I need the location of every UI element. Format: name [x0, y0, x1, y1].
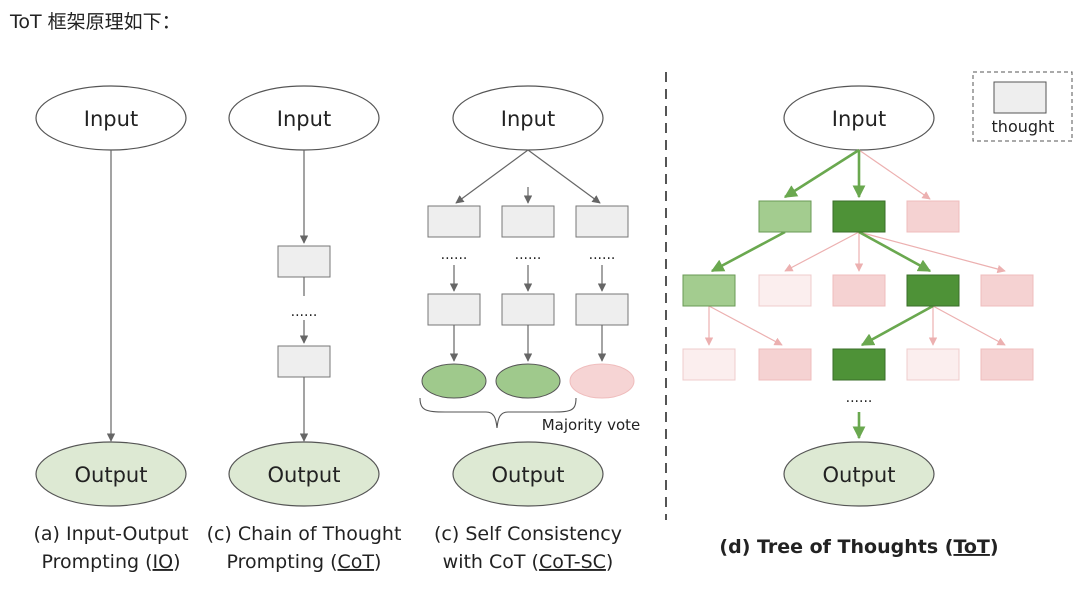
cotsc-ellipsis-m: ......	[515, 247, 542, 263]
cotsc-thought-m2	[501, 293, 555, 326]
cotsc-branch-left	[455, 149, 529, 204]
cotsc-thought-r1	[575, 205, 629, 238]
legend: thought	[972, 71, 1073, 142]
tot-thought-l2-pruned-3	[980, 274, 1034, 307]
tot-input-label: Input	[832, 107, 886, 131]
io-output-label: Output	[75, 463, 148, 487]
tot-thought-l1-best	[832, 200, 886, 233]
tot-output-node	[783, 441, 935, 507]
io-output-node	[35, 441, 187, 507]
tot-edge-selected-4	[858, 230, 932, 273]
cotsc-thought-r2	[575, 293, 629, 326]
legend-thought-swatch	[993, 81, 1047, 114]
tot-thought-l3-pruned-4	[980, 348, 1034, 381]
tot-edge-pruned-2	[784, 231, 860, 272]
tot-edge-pruned-1	[858, 149, 931, 200]
tot-thought-l2-pruned-2	[832, 274, 886, 307]
tot-ellipsis: ......	[846, 390, 873, 406]
tot-edge-selected-5	[860, 304, 934, 347]
panel-tot: Input ...... Output	[682, 85, 1034, 558]
legend-label: thought	[992, 117, 1055, 136]
cotsc-branch-right	[527, 149, 601, 204]
tot-edge-selected-1	[783, 148, 860, 199]
tot-edge-pruned-6	[708, 305, 783, 346]
tot-thought-l3-pruned-1	[682, 348, 736, 381]
tot-thought-l3-pruned-2	[758, 348, 812, 381]
tot-caption: (d) Tree of Thoughts (ToT)	[719, 536, 998, 558]
cotsc-thought-m1	[501, 205, 555, 238]
cotsc-caption-line2: with CoT (CoT-SC)	[443, 551, 614, 573]
tot-edge-pruned-8	[932, 305, 1006, 346]
cotsc-output-node	[452, 441, 604, 507]
tot-thought-l2-good	[682, 274, 736, 307]
cotsc-vote-brace	[419, 397, 577, 429]
tot-thought-l1-pruned	[906, 200, 960, 233]
io-caption-line1: (a) Input-Output	[33, 523, 188, 545]
cot-ellipsis: ......	[291, 304, 318, 320]
cotsc-thought-l2	[427, 293, 481, 326]
tot-thought-l1-good	[758, 200, 812, 233]
header-text: ToT 框架原理如下：	[9, 11, 181, 33]
cotsc-ellipsis-r: ......	[589, 247, 616, 263]
cotsc-input-label: Input	[501, 107, 555, 131]
cotsc-vote-label: Majority vote	[542, 416, 641, 434]
cot-input-label: Input	[277, 107, 331, 131]
cotsc-answer-m	[495, 363, 561, 399]
cotsc-thought-l1	[427, 205, 481, 238]
cot-output-node	[228, 441, 380, 507]
cot-caption-line1: (c) Chain of Thought	[207, 523, 402, 545]
io-input-label: Input	[84, 107, 138, 131]
tot-edge-pruned-4	[858, 231, 1006, 274]
cotsc-output-label: Output	[492, 463, 565, 487]
io-caption-line2: Prompting (IO)	[42, 551, 181, 573]
cotsc-answer-l	[421, 363, 487, 399]
cot-thought-1	[277, 245, 331, 278]
panel-io: Input Output (a) Input-Output Prompting …	[33, 85, 189, 573]
tot-thought-l2-best	[906, 274, 960, 307]
cot-caption-line2: Prompting (CoT)	[227, 551, 382, 573]
tot-output-label: Output	[823, 463, 896, 487]
tot-edge-selected-3	[710, 230, 786, 273]
tot-thought-l2-pruned-1	[758, 274, 812, 307]
tot-thought-l3-pruned-3	[906, 348, 960, 381]
panel-cot: Input ...... Output (c) Chain of Thought…	[207, 85, 402, 573]
cot-output-label: Output	[268, 463, 341, 487]
tot-thought-l3-best	[832, 348, 886, 381]
panel-cot-sc: Input ...... ...... ...... Majority vote…	[419, 85, 641, 573]
cotsc-ellipsis-l: ......	[441, 247, 468, 263]
cotsc-caption-line1: (c) Self Consistency	[434, 523, 622, 545]
cotsc-answer-r	[569, 363, 635, 399]
cot-thought-2	[277, 345, 331, 378]
